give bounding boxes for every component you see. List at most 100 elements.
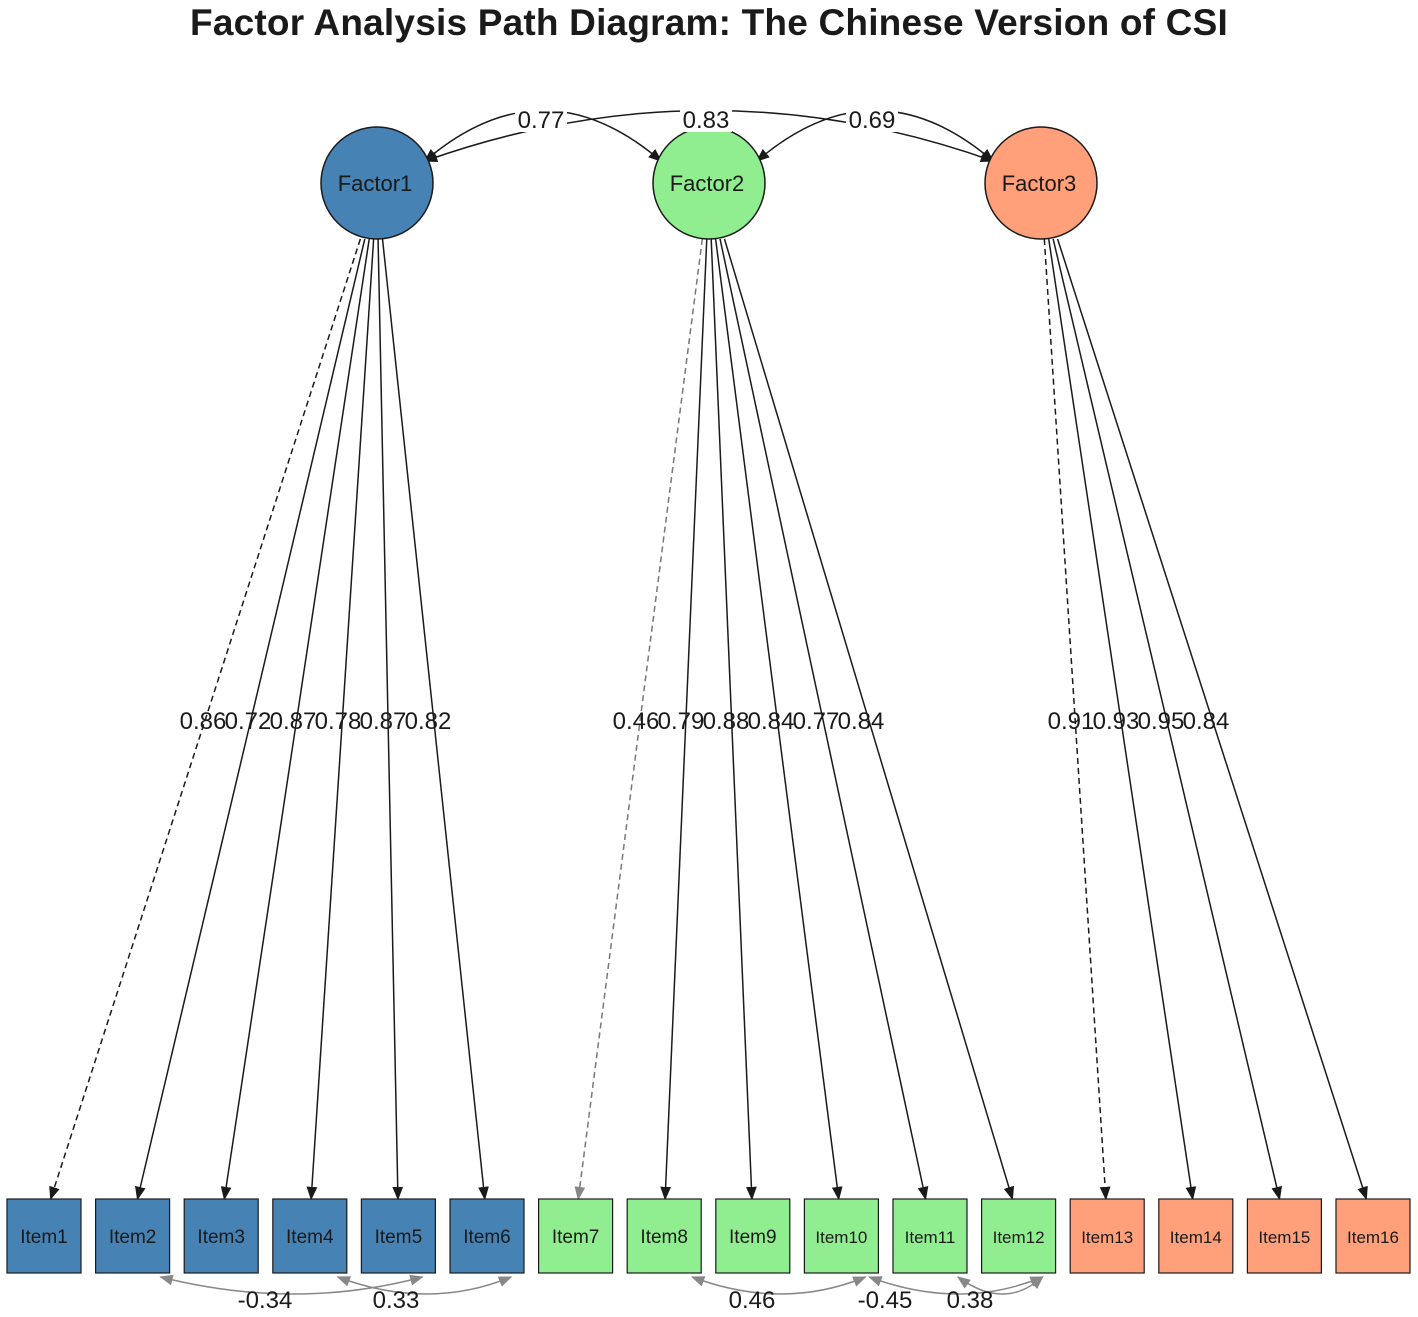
loading-path-item8 — [660, 238, 708, 1201]
residual-arc-item4-item6 — [336, 1276, 513, 1295]
item-label: Item9 — [729, 1227, 777, 1248]
loading-path-item15 — [1052, 238, 1282, 1201]
item-node-item15: Item15 — [1246, 1198, 1323, 1274]
item-box — [980, 1198, 1057, 1274]
item-box — [1158, 1198, 1234, 1274]
factor-circle — [320, 126, 434, 240]
loading-path-item1 — [49, 238, 362, 1201]
item-box — [1246, 1198, 1323, 1274]
item-node-item11: Item11 — [892, 1198, 968, 1274]
item-node-item6: Item6 — [449, 1198, 525, 1274]
item-label: Item4 — [286, 1227, 334, 1248]
item-box — [626, 1198, 702, 1274]
covariance-label-factor2-factor3: 0.69 — [849, 107, 896, 134]
item-label: Item15 — [1258, 1228, 1310, 1247]
loading-path-item4 — [306, 238, 375, 1201]
item-label: Item1 — [20, 1227, 68, 1248]
item-node-item3: Item3 — [183, 1198, 259, 1274]
item-node-item12: Item12 — [980, 1198, 1057, 1274]
covariance-label-bg — [515, 108, 567, 132]
residual-label-item8-item10: 0.46 — [729, 1287, 776, 1314]
loading-label-item4: 0.78 — [315, 708, 362, 735]
item-label: Item6 — [463, 1227, 511, 1248]
item-box — [715, 1198, 791, 1274]
item-node-item16: Item16 — [1335, 1198, 1411, 1274]
factor-node-factor3: Factor3 — [984, 126, 1098, 240]
item-node-item13: Item13 — [1069, 1198, 1145, 1274]
residual-arc-item11-item12 — [956, 1276, 1044, 1295]
loading-label-item8: 0.79 — [658, 708, 705, 735]
diagram-title: Factor Analysis Path Diagram: The Chines… — [190, 2, 1228, 43]
loading-label-item5: 0.87 — [360, 708, 407, 735]
item-node-item14: Item14 — [1158, 1198, 1234, 1274]
loading-label-item2: 0.72 — [225, 708, 272, 735]
loading-label-item1: 0.86 — [180, 708, 227, 735]
loading-label-item11: 0.77 — [793, 708, 840, 735]
item-box — [1069, 1198, 1145, 1274]
loading-path-item5 — [377, 238, 404, 1201]
residual-label-item11-item12: 0.38 — [947, 1287, 994, 1314]
factor-node-factor1: Factor1 — [320, 126, 434, 240]
loading-label-item13: 0.91 — [1048, 708, 1095, 735]
covariance-label-bg — [846, 108, 898, 132]
loading-path-item11 — [719, 238, 929, 1201]
item-node-item8: Item8 — [626, 1198, 702, 1274]
loading-label-item15: 0.95 — [1138, 708, 1185, 735]
residual-label-item2-item5: -0.34 — [238, 1287, 293, 1314]
loading-label-item10: 0.84 — [748, 708, 795, 735]
item-box — [892, 1198, 968, 1274]
item-label: Item14 — [1170, 1228, 1222, 1247]
loading-path-item9 — [710, 238, 757, 1201]
item-node-item9: Item9 — [715, 1198, 791, 1274]
item-box — [449, 1198, 525, 1274]
loading-path-item16 — [1056, 238, 1368, 1201]
item-label: Item8 — [640, 1227, 688, 1248]
loading-label-item16: 0.84 — [1183, 708, 1230, 735]
item-node-item1: Item1 — [6, 1198, 82, 1274]
loading-path-item13 — [1043, 238, 1111, 1201]
item-label: Item16 — [1347, 1228, 1399, 1247]
factor-circle — [984, 126, 1098, 240]
loading-path-item7 — [574, 238, 704, 1201]
loading-label-item14: 0.93 — [1093, 708, 1140, 735]
covariance-label-factor1-factor3: 0.83 — [683, 107, 730, 134]
loading-label-item7: 0.46 — [613, 708, 660, 735]
item-node-item2: Item2 — [94, 1198, 171, 1274]
item-label: Item13 — [1081, 1228, 1133, 1247]
residual-label-item10-item12: -0.45 — [858, 1287, 913, 1314]
item-box — [94, 1198, 171, 1274]
residual-label-item4-item6: 0.33 — [373, 1287, 420, 1314]
loading-path-item10 — [714, 238, 843, 1201]
covariance-label-bg — [680, 108, 732, 132]
factor-label: Factor2 — [670, 171, 745, 196]
loading-path-item3 — [220, 238, 370, 1201]
loading-label-item9: 0.88 — [703, 708, 750, 735]
item-node-item10: Item10 — [803, 1198, 880, 1274]
item-box — [6, 1198, 82, 1274]
item-box — [803, 1198, 880, 1274]
loading-label-item6: 0.82 — [405, 708, 452, 735]
factor-label: Factor1 — [338, 171, 413, 196]
item-label: Item11 — [905, 1228, 956, 1247]
item-label: Item10 — [815, 1228, 867, 1247]
item-box — [272, 1198, 348, 1274]
loading-path-layer — [49, 238, 1368, 1201]
item-label: Item3 — [197, 1227, 245, 1248]
loading-path-item12 — [723, 238, 1015, 1201]
loading-path-item2 — [135, 238, 366, 1201]
item-node-item7: Item7 — [537, 1198, 614, 1274]
loading-path-item6 — [381, 238, 489, 1201]
residual-covariance-layer — [159, 1274, 1044, 1295]
item-box — [537, 1198, 614, 1274]
item-label: Item7 — [552, 1227, 600, 1248]
item-label: Item12 — [993, 1228, 1045, 1247]
loading-label-item12: 0.84 — [838, 708, 885, 735]
factor-node-factor2: Factor2 — [652, 126, 766, 240]
item-node-item5: Item5 — [360, 1198, 436, 1274]
loading-path-item14 — [1047, 238, 1197, 1201]
loading-label-item3: 0.87 — [270, 708, 317, 735]
item-label: Item5 — [375, 1227, 423, 1248]
